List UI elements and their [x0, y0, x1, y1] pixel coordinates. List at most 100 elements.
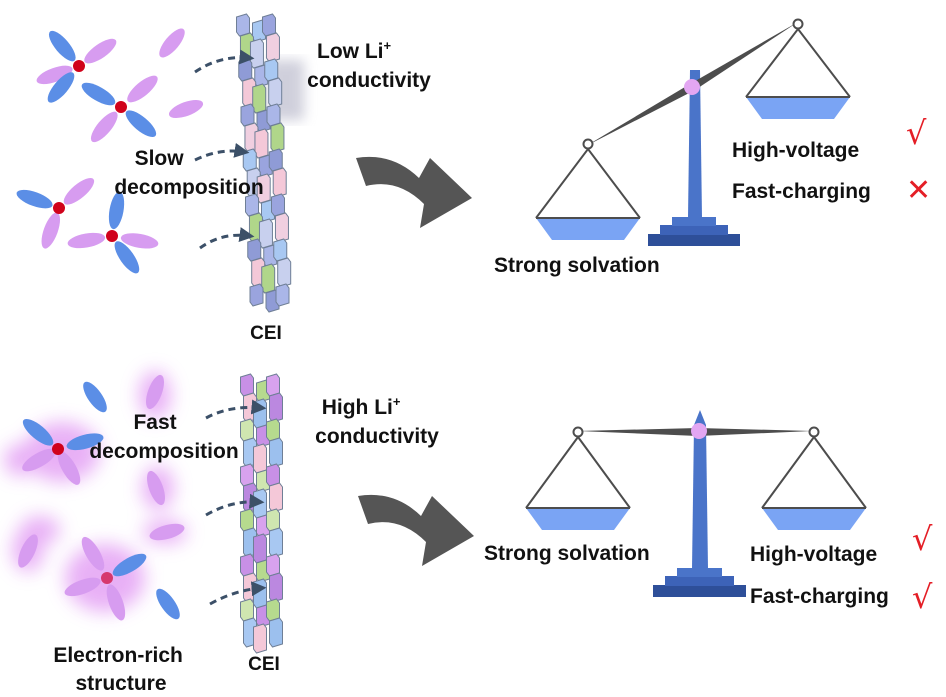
balance-scale-bottom — [525, 410, 867, 597]
cei-fragment — [249, 38, 264, 69]
fast-charging-label-top: Fast-charging — [732, 180, 871, 203]
low-conductivity-label: Low Li+ conductivity — [307, 32, 431, 92]
transition-arrow-bottom — [358, 494, 474, 566]
solvent-fragment — [149, 523, 185, 541]
pivot — [691, 423, 707, 439]
dashed-arrows-top — [194, 49, 255, 250]
cei-fragment — [240, 418, 254, 442]
cei-fragment — [265, 32, 280, 63]
solvent-fragment — [83, 381, 107, 413]
right-pan — [746, 97, 850, 119]
cei-fragment — [269, 392, 283, 423]
solvent-molecule — [36, 30, 117, 103]
cei-fragment — [240, 463, 254, 487]
cei-fragment — [269, 572, 283, 603]
solvent-fragment — [145, 374, 165, 410]
cei-fragment — [266, 103, 281, 127]
fast-decomposition-label: Fast decomposition — [89, 411, 238, 463]
cei-fragment — [266, 418, 280, 442]
cei-fragment — [269, 482, 283, 513]
cei-fragment — [242, 148, 257, 172]
cei-fragment — [266, 553, 280, 577]
dashed-arrow — [194, 49, 255, 74]
top-panel: CEI Slow decomposition Low Li+ conductiv… — [16, 13, 931, 344]
cei-fragment — [262, 13, 276, 37]
cei-fragment — [274, 212, 289, 243]
dashed-arrow — [194, 142, 250, 162]
cei-fragment — [266, 373, 280, 397]
cei-fragment — [269, 437, 283, 468]
solvent-fragment — [146, 470, 166, 506]
solvent-fragment — [156, 588, 180, 620]
cei-fragment — [269, 527, 283, 558]
cei-fragment — [268, 77, 283, 108]
cei-fragment — [266, 463, 280, 487]
cei-label-top: CEI — [250, 323, 282, 344]
cei-fragment — [254, 128, 269, 159]
scale-pillar — [692, 410, 708, 569]
check-mark-high-voltage-top: √ — [906, 114, 927, 152]
cei-fragment — [253, 533, 267, 564]
cei-fragment — [258, 218, 273, 249]
cei-fragment — [271, 193, 285, 217]
cei-fragment — [236, 13, 250, 37]
bottom-panel: Fast decomposition High Li+ conductivity… — [4, 371, 933, 695]
solvent-fragment — [159, 28, 185, 58]
solvent-fragment — [18, 534, 38, 568]
solvent-molecule — [22, 418, 104, 485]
right-pan — [762, 508, 866, 530]
cei-fragment — [268, 148, 283, 172]
solvent-molecules-top — [16, 28, 204, 274]
check-mark-fast-charging-bottom: √ — [912, 578, 933, 616]
cei-fragment — [266, 508, 280, 532]
solvent-molecule — [81, 75, 158, 143]
high-voltage-label-top: High-voltage — [732, 139, 859, 162]
solvent-molecule — [16, 177, 95, 249]
cei-fragment — [273, 238, 288, 262]
cei-fragment — [266, 598, 280, 622]
cei-label-bottom: CEI — [248, 654, 280, 675]
dashed-arrows-bottom — [205, 399, 267, 606]
cei-fragment — [247, 238, 262, 262]
cei-fragment — [253, 578, 267, 609]
left-pan — [536, 218, 640, 240]
solvent-fragment — [168, 99, 204, 119]
dashed-arrow — [205, 493, 265, 517]
high-conductivity-label: High Li+ conductivity — [315, 388, 439, 448]
cei-fragment — [240, 553, 254, 577]
cei-fragment — [253, 488, 267, 519]
left-pan — [526, 508, 630, 530]
dashed-arrow — [205, 399, 267, 420]
cei-layer-bottom — [240, 373, 283, 654]
check-mark-high-voltage-bottom: √ — [912, 520, 933, 558]
slow-decomposition-label: Slow decomposition — [114, 147, 263, 199]
scale-pillar — [688, 70, 702, 218]
high-voltage-label-bottom: High-voltage — [750, 543, 877, 566]
solvent-molecule — [64, 536, 147, 621]
cei-fragment — [269, 617, 283, 648]
cei-fragment — [249, 283, 264, 307]
cei-fragment — [240, 373, 254, 397]
strong-solvation-label-top: Strong solvation — [494, 254, 660, 277]
cei-fragment — [253, 623, 267, 654]
cei-fragment — [240, 598, 254, 622]
cei-fragment — [240, 103, 255, 127]
cei-fragment — [253, 398, 267, 429]
cei-fragment — [253, 443, 267, 474]
dashed-arrow — [199, 227, 255, 250]
cei-fragment — [270, 122, 285, 153]
cei-fragment — [238, 58, 253, 82]
strong-solvation-label-bottom: Strong solvation — [484, 542, 650, 565]
transition-arrow-top — [356, 156, 472, 228]
fast-charging-label-bottom: Fast-charging — [750, 585, 889, 608]
cei-fragment — [275, 283, 290, 307]
pivot — [684, 79, 700, 95]
dashed-arrow — [209, 581, 267, 606]
cei-fragment — [252, 83, 267, 114]
cei-fragment — [240, 508, 254, 532]
electron-rich-structure-label: Electron-rich structure — [53, 644, 188, 695]
solvent-molecules-bottom — [4, 371, 187, 621]
solvent-molecule — [67, 191, 159, 274]
cei-fragment — [272, 167, 287, 198]
